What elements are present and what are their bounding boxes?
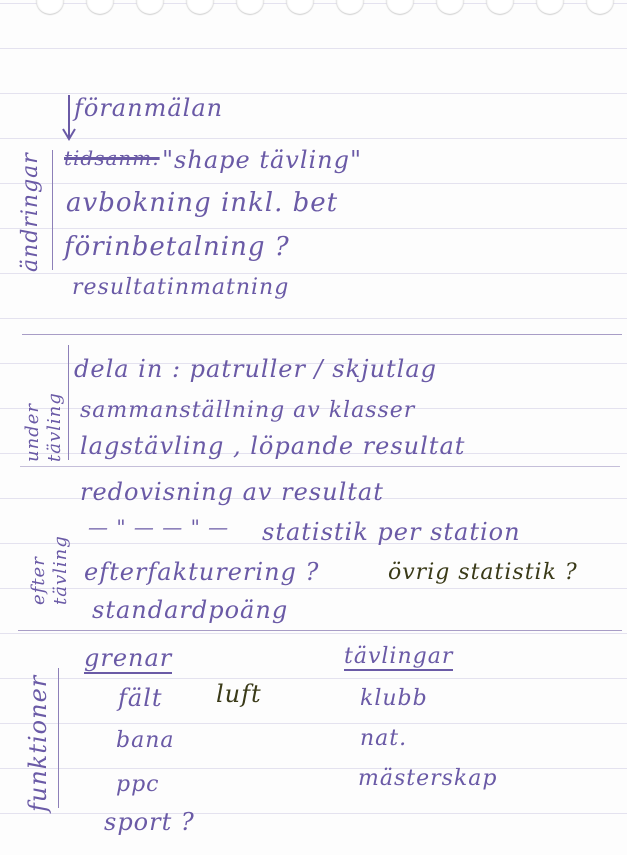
line-resultatinmatning: resultatinmatning [72, 275, 290, 300]
section2-side-label-bottom: tävling [44, 392, 65, 462]
section1-side-label: ändringar [18, 152, 43, 272]
binding-hole [386, 0, 414, 14]
header-grenar: grenar [84, 644, 173, 674]
gren-item: bana [116, 728, 175, 753]
tavling-item: mästerskap [358, 766, 498, 791]
section-divider [18, 630, 622, 631]
section1-bracket [52, 150, 53, 270]
binding-hole [286, 0, 314, 14]
gren-item: fält [118, 684, 163, 712]
section-divider [22, 334, 622, 335]
section2-bracket [68, 345, 69, 460]
line-shape-tavling: "shape tävling" [162, 146, 363, 174]
line-ovrig-statistik: övrig statistik ? [388, 560, 578, 585]
header-tavlingar-text: tävlingar [344, 644, 454, 671]
line-efterfakturering: efterfakturering ? [84, 558, 320, 586]
section4-side-label: funktioner [24, 674, 52, 812]
section4-bracket [58, 668, 59, 808]
binding-hole [336, 0, 364, 14]
line-redovisning: redovisning av resultat [80, 478, 384, 506]
binding-hole [36, 0, 64, 14]
line-ditto-marks: — " — — " — [88, 515, 230, 539]
spiral-binding [0, 0, 627, 40]
binding-hole [236, 0, 264, 14]
line-forinbetalning: förinbetalning ? [64, 232, 290, 262]
section3-side-label-bottom: tävling [50, 535, 71, 605]
tavling-item: klubb [360, 686, 428, 711]
insert-arrow [62, 95, 76, 141]
line-statistik-per-station: statistik per station [262, 518, 521, 546]
gren-item: sport ? [104, 808, 195, 836]
binding-hole [186, 0, 214, 14]
binding-hole [536, 0, 564, 14]
binding-hole [86, 0, 114, 14]
line-lagstavling: lagstävling , löpande resultat [80, 432, 466, 460]
section2-side-label-top: under [22, 403, 43, 462]
header-tavlingar: tävlingar [344, 644, 454, 671]
line-sammanstallning: sammanställning av klasser [80, 398, 416, 423]
header-grenar-text: grenar [84, 644, 173, 674]
line-dela-in: dela in : patruller / skjutlag [74, 355, 438, 383]
section3-side-label-top: efter [28, 556, 49, 605]
tavling-item: nat. [360, 726, 408, 751]
section-divider [20, 466, 620, 467]
gren-luft: luft [216, 680, 262, 708]
binding-hole [586, 0, 614, 14]
gren-item: ppc [116, 772, 160, 797]
line-struck-out: tidsanm. [64, 146, 160, 170]
binding-hole [486, 0, 514, 14]
line-standardpoang: standardpoäng [92, 596, 289, 624]
line-foranmalan: föranmälan [74, 94, 224, 122]
line-avbokning: avbokning inkl. bet [66, 188, 339, 218]
binding-hole [136, 0, 164, 14]
binding-hole [436, 0, 464, 14]
